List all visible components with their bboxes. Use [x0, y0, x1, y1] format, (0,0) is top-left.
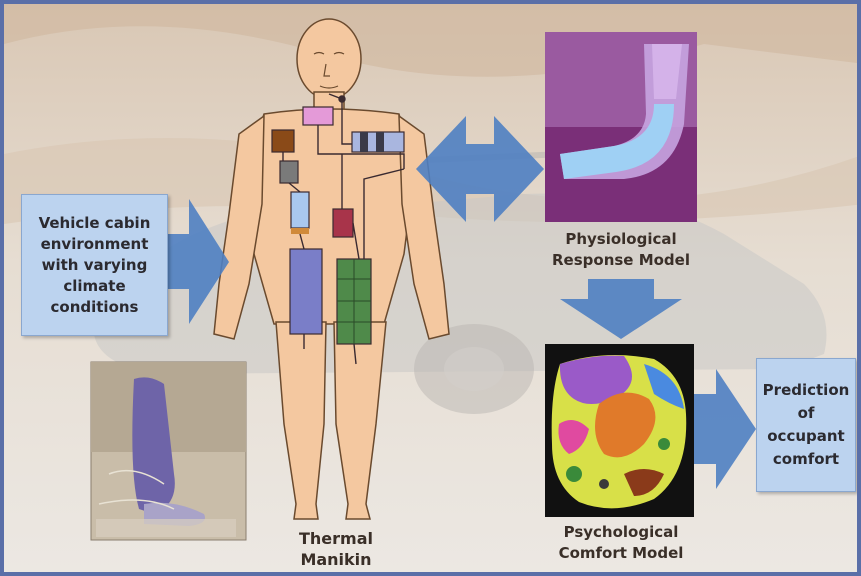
prediction-line-2: of [763, 402, 850, 425]
vehicle-environment-line-5: conditions [39, 297, 151, 318]
thermal-manikin-line-2: Manikin [266, 549, 406, 570]
thermal-manikin-label: Thermal Manikin [266, 528, 406, 570]
vehicle-environment-line-2: environment [39, 234, 151, 255]
vehicle-environment-line-3: with varying [39, 255, 151, 276]
physiological-model-label: Physiological Response Model [526, 229, 716, 271]
physiological-model-line-2: Response Model [526, 250, 716, 271]
physiological-model-line-1: Physiological [526, 229, 716, 250]
psychological-model-label: Psychological Comfort Model [526, 522, 716, 564]
vehicle-environment-line-4: climate [39, 276, 151, 297]
prediction-line-4: comfort [763, 448, 850, 471]
psychological-model-line-1: Psychological [526, 522, 716, 543]
prediction-box: Prediction of occupant comfort [756, 358, 856, 492]
prediction-line-1: Prediction [763, 379, 850, 402]
vehicle-environment-box: Vehicle cabin environment with varying c… [21, 194, 168, 336]
vehicle-environment-line-1: Vehicle cabin [39, 213, 151, 234]
prediction-line-3: occupant [763, 425, 850, 448]
psychological-model-line-2: Comfort Model [526, 543, 716, 564]
thermal-manikin-line-1: Thermal [266, 528, 406, 549]
